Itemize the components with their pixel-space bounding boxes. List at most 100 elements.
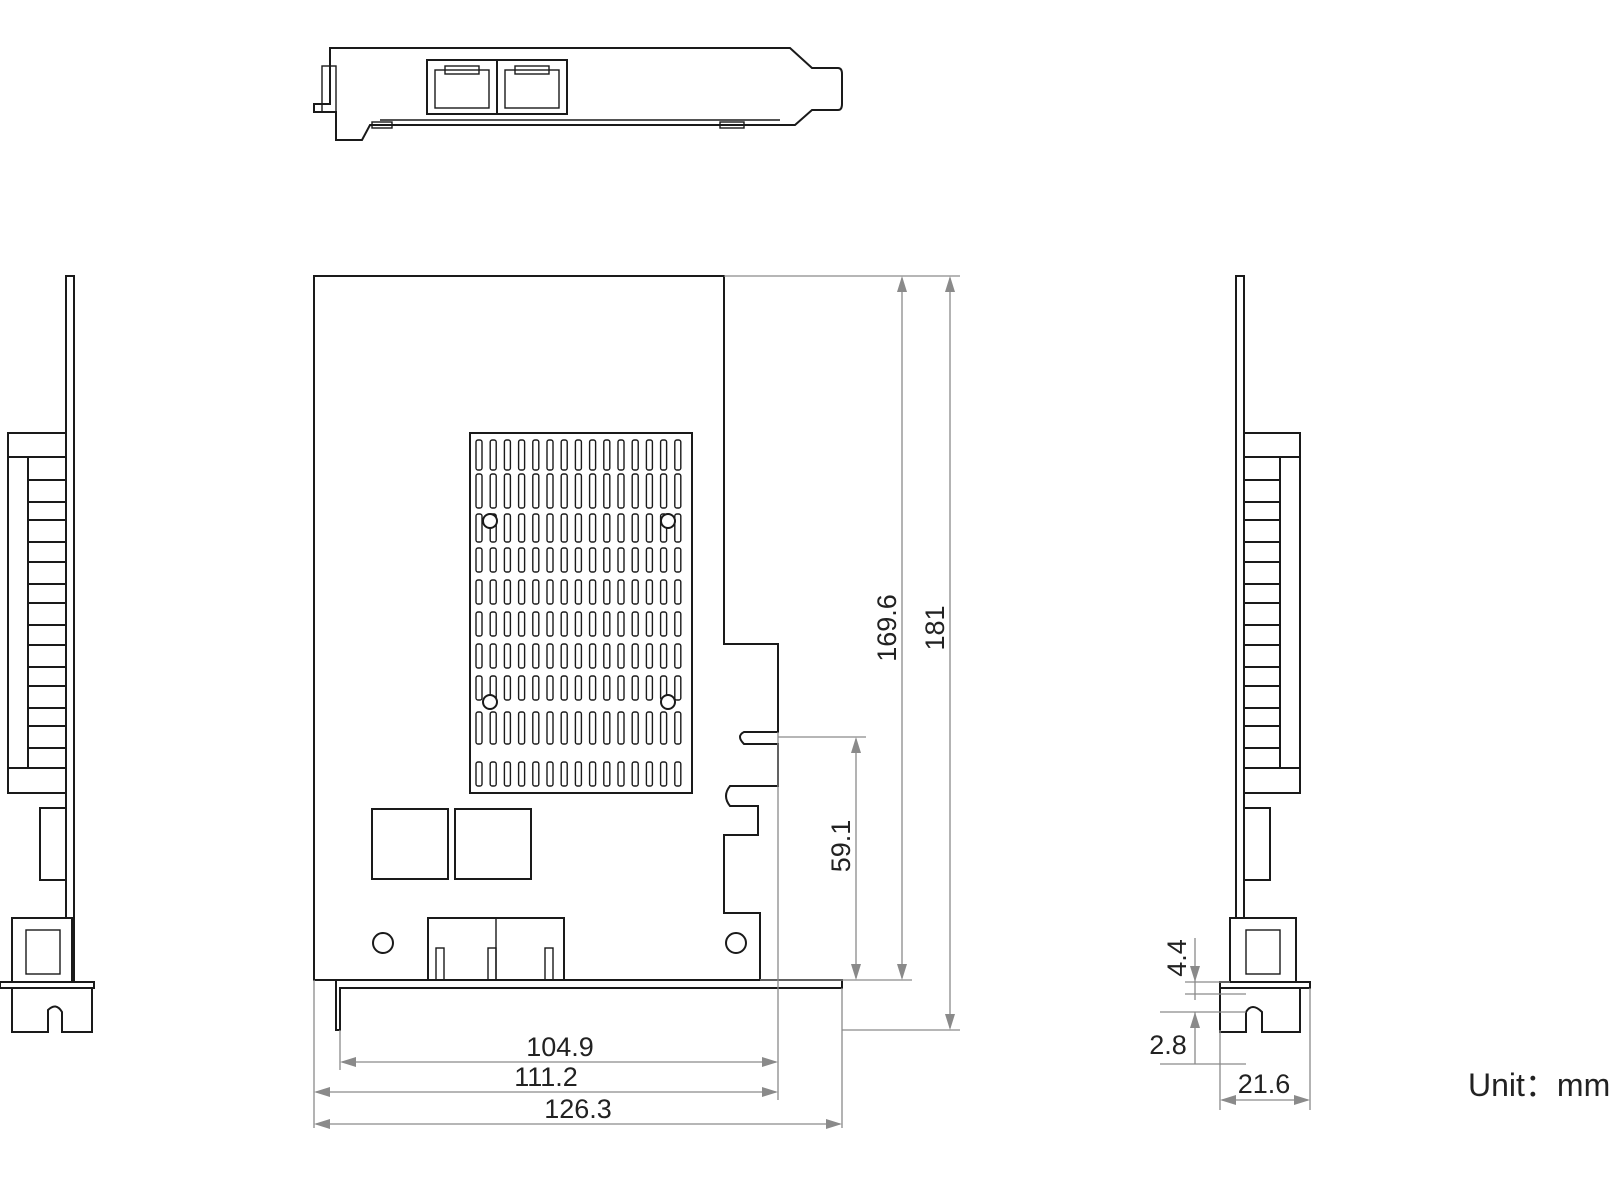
dim-59-1: 59.1	[826, 820, 856, 873]
heatsink-fin-slot	[631, 611, 639, 637]
heatsink-fin-slot	[674, 579, 682, 605]
heatsink-fin-slot	[489, 473, 497, 509]
heatsink-fin-slot	[645, 547, 654, 573]
heatsink-fin-slot	[574, 611, 583, 637]
heatsink-fin-slot	[546, 675, 554, 701]
heatsink-fin-slot	[574, 761, 583, 787]
heatsink-fin-slot	[574, 513, 583, 543]
heatsink-fin-slot	[659, 643, 668, 669]
right-side-view	[1219, 275, 1311, 1033]
heatsink-fin-slot	[645, 473, 654, 509]
heatsink-fin-slot	[560, 473, 568, 509]
heatsink-fin-slot	[603, 513, 611, 543]
heatsink-fin-slot	[489, 711, 497, 745]
dimension-lines	[313, 275, 1311, 1129]
heatsink-fin-slot	[503, 547, 512, 573]
heatsink-fin-slot	[560, 643, 568, 669]
heatsink-fin-slot	[631, 513, 639, 543]
heatsink-fin-slot	[674, 473, 682, 509]
dim-111-2: 111.2	[514, 1062, 578, 1092]
heatsink-fin-slot	[517, 439, 526, 471]
heatsink-fin-slot	[674, 547, 682, 573]
heatsink-fin-slot	[617, 547, 625, 573]
heatsink-fin-slot	[560, 579, 568, 605]
heatsink-fin-slot	[503, 439, 512, 471]
heatsink-fin-slot	[645, 643, 654, 669]
dim-169-6: 169.6	[872, 594, 902, 662]
heatsink-fin-slot	[588, 711, 597, 745]
heatsink-fin-slot	[560, 761, 568, 787]
heatsink-fin-slot	[588, 439, 597, 471]
heatsink-fin-slot	[489, 761, 497, 787]
dim-21-6: 21.6	[1238, 1069, 1291, 1099]
heatsink-fin-slot	[503, 711, 512, 745]
heatsink-fin-slot	[603, 473, 611, 509]
chip-2	[454, 808, 532, 880]
heatsink-fin-slot	[603, 711, 611, 745]
heatsink-fin-slot	[546, 473, 554, 509]
dim-126-3: 126.3	[544, 1094, 612, 1124]
heatsink-fin-slot	[674, 761, 682, 787]
heatsink-fin-slot	[631, 643, 639, 669]
heatsink-fin-slot	[659, 711, 668, 745]
heatsink-fin-slot	[645, 439, 654, 471]
heatsink-fin-slot	[560, 439, 568, 471]
heatsink-fin-slot	[532, 711, 540, 745]
heatsink-fin-slot	[588, 643, 597, 669]
heatsink-fin-slot	[603, 579, 611, 605]
heatsink-fin-slot	[645, 675, 654, 701]
heatsink-fin-slot	[503, 611, 512, 637]
heatsink-fin-slot	[617, 761, 625, 787]
heatsink-fin-slot	[517, 547, 526, 573]
heatsink-fin-slot	[546, 611, 554, 637]
heatsink-fin-slot	[546, 711, 554, 745]
heatsink-fin-slot	[574, 711, 583, 745]
heatsink-fin-slot	[645, 761, 654, 787]
rj45-ports-front	[427, 917, 565, 981]
heatsink-fin-slot	[475, 711, 483, 745]
heatsink-fin-slot	[517, 579, 526, 605]
left-side-view	[0, 275, 95, 1033]
heatsink-fin-slot	[617, 711, 625, 745]
heatsink-fin-slot	[475, 643, 483, 669]
heatsink-fin-slot	[631, 675, 639, 701]
top-view	[313, 47, 843, 141]
heatsink-fin-slot	[617, 439, 625, 471]
heatsink-fin-slot	[503, 579, 512, 605]
dim-181: 181	[920, 605, 950, 650]
heatsink-fin-slot	[532, 611, 540, 637]
heatsink-fin-slot	[674, 675, 682, 701]
heatsink-fin-slot	[603, 643, 611, 669]
heatsink-fin-slot	[546, 547, 554, 573]
dim-4-4: 4.4	[1162, 939, 1192, 977]
heatsink-fin-slot	[574, 547, 583, 573]
heatsink-fin-slot	[532, 439, 540, 471]
heatsink-fin-slot	[574, 675, 583, 701]
heatsink-fin-slot	[588, 513, 597, 543]
screw-right	[725, 932, 747, 954]
heatsink-fin-slot	[475, 547, 483, 573]
dim-2-8: 2.8	[1149, 1030, 1187, 1060]
heatsink-fin-slot	[674, 439, 682, 471]
heatsink-fin-slot	[588, 579, 597, 605]
heatsink-fin-slot	[517, 513, 526, 543]
heatsink-fin-slot	[489, 579, 497, 605]
heatsink-fin-slot	[560, 611, 568, 637]
heatsink-fin-slot	[475, 761, 483, 787]
screw-left	[372, 932, 394, 954]
heatsink-fin-slot	[475, 439, 483, 471]
heatsink-fin-slot	[475, 473, 483, 509]
heatsink-fin-slot	[645, 579, 654, 605]
heatsink-fin-slot	[631, 761, 639, 787]
heatsink-fin-slot	[560, 711, 568, 745]
heatsink-fin-slot	[560, 513, 568, 543]
heatsink-fin-slot	[517, 711, 526, 745]
unit-label: Unit：mm	[1468, 1067, 1610, 1103]
heatsink-fin-slot	[659, 547, 668, 573]
heatsink-fin-slot	[475, 579, 483, 605]
heatsink-fin-slot	[503, 643, 512, 669]
pcie-bracket-bottom	[335, 979, 843, 1031]
heatsink-fin-slot	[574, 579, 583, 605]
heatsink-fin-slot	[674, 513, 682, 543]
